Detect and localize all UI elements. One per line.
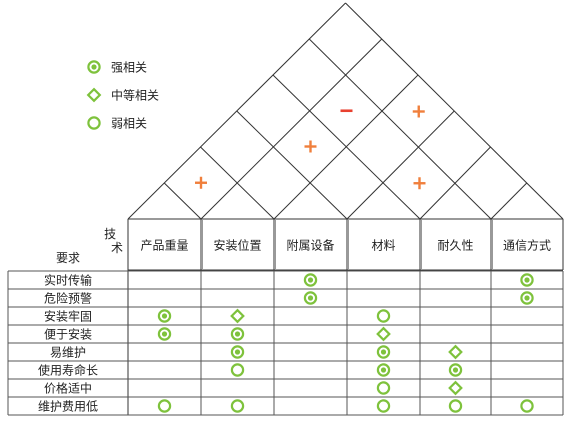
column-header: 产品重量 — [140, 239, 188, 253]
strong-relationship-symbol — [157, 309, 172, 323]
roof-lattice-line — [200, 146, 275, 220]
roof-lattice-line — [490, 182, 528, 220]
roof-lattice-line — [163, 182, 202, 220]
roof-lattice-line — [236, 110, 348, 220]
weak-legend-symbol — [87, 116, 101, 130]
medium-legend-symbol — [86, 87, 102, 103]
roof-lattice-line — [272, 74, 421, 220]
medium-relationship-symbol — [448, 380, 463, 396]
positive-correlation-mark — [195, 176, 207, 189]
roof-lattice-line — [200, 38, 383, 220]
technical-label: 技 术 — [104, 227, 123, 255]
medium-relationship-symbol — [448, 344, 463, 360]
roof-correlation-signs — [195, 105, 426, 190]
technical-header: 产品重量 安装位置 附属设备 材料 耐久性 通信方式 — [127, 218, 564, 415]
column-header: 附属设备 — [286, 239, 334, 253]
positive-correlation-mark — [412, 105, 425, 118]
corner-labels: 技 术 要求 — [56, 227, 123, 265]
column-header: 材料 — [371, 239, 395, 253]
roof-lattice-line — [346, 110, 455, 220]
column-header: 安装位置 — [213, 238, 261, 253]
strong-relationship-symbol — [376, 345, 391, 359]
column-header: 通信方式 — [503, 238, 551, 253]
roof-lattice-line — [308, 38, 492, 220]
weak-relationship-symbol — [230, 399, 245, 413]
medium-relationship-symbol — [230, 308, 245, 324]
legend-label: 弱相关 — [111, 117, 147, 131]
requirement-row-label: 使用寿命长 — [38, 363, 98, 378]
legend-label: 强相关 — [111, 61, 147, 75]
strong-relationship-symbol — [303, 273, 318, 287]
requirements-label: 要求 — [56, 251, 80, 265]
requirement-row-label: 安装牢固 — [44, 309, 92, 324]
weak-relationship-symbol — [376, 309, 391, 323]
strong-relationship-symbol — [376, 363, 391, 377]
strong-relationship-symbol — [448, 363, 463, 377]
strong-relationship-symbol — [230, 327, 245, 341]
requirement-row-label: 实时传输 — [44, 273, 92, 288]
positive-correlation-mark — [304, 140, 317, 153]
positive-correlation-mark — [413, 177, 426, 190]
relationship-symbols — [157, 273, 534, 413]
strong-relationship-symbol — [303, 291, 318, 305]
strong-legend-symbol — [87, 60, 101, 74]
legend-label: 中等相关 — [111, 88, 159, 103]
strong-relationship-symbol — [230, 345, 245, 359]
strong-relationship-symbol — [520, 273, 534, 287]
requirement-row-label: 维护费用低 — [38, 400, 98, 414]
weak-relationship-symbol — [230, 363, 245, 377]
medium-relationship-symbol — [376, 326, 391, 342]
weak-relationship-symbol — [520, 399, 534, 413]
requirement-row-label: 价格适中 — [44, 381, 92, 396]
requirement-row-label: 便于安装 — [44, 327, 92, 342]
weak-relationship-symbol — [157, 399, 172, 413]
correlation-roof — [127, 2, 564, 220]
weak-relationship-symbol — [448, 399, 463, 413]
weak-relationship-symbol — [376, 399, 391, 413]
weak-relationship-symbol — [376, 381, 391, 395]
strong-relationship-symbol — [157, 327, 172, 341]
strong-relationship-symbol — [520, 291, 534, 305]
requirement-row-label: 易维护 — [50, 346, 86, 360]
column-header: 耐久性 — [437, 239, 473, 253]
requirement-row-label: 危险预警 — [44, 291, 92, 306]
